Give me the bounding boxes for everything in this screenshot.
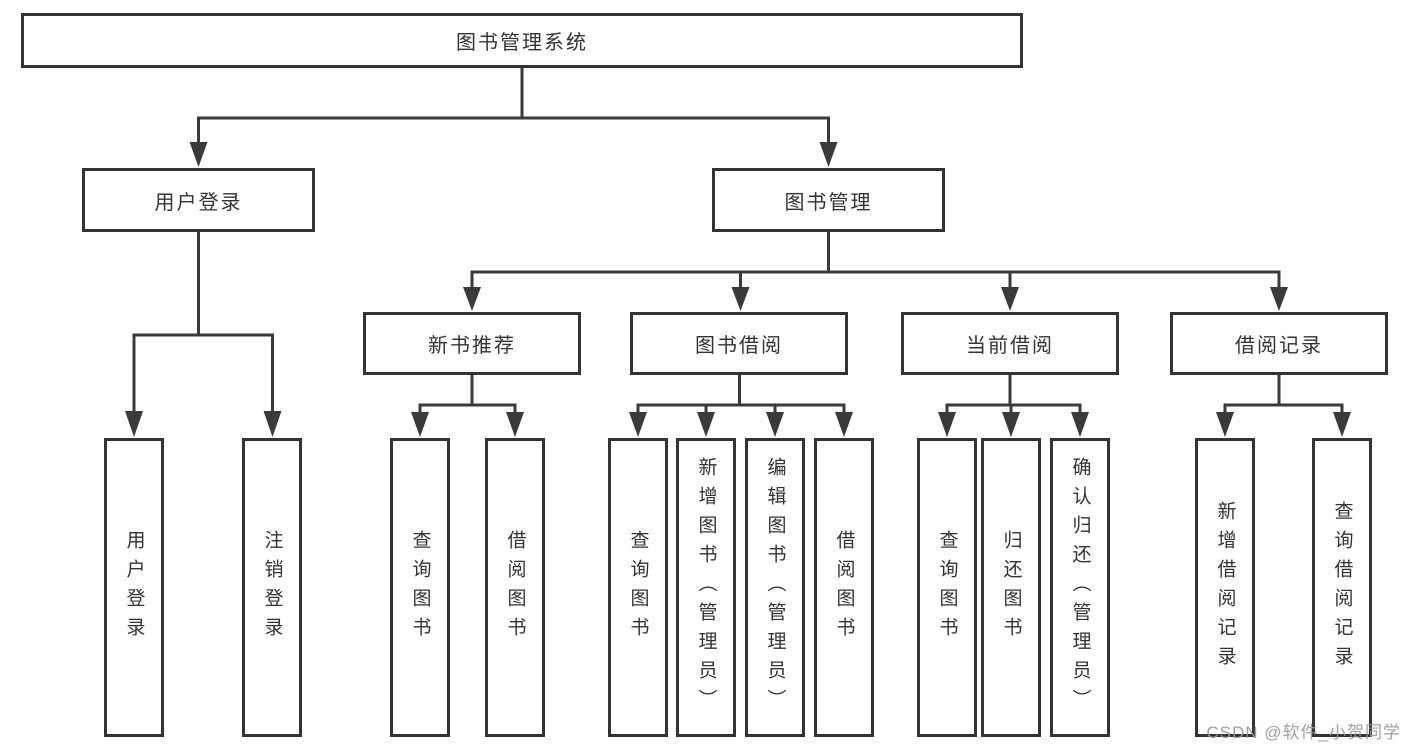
leaf-query-borrow-record: 查询借阅记录 (1312, 438, 1372, 737)
node-book-borrowing: 图书借阅 (630, 312, 848, 375)
node-label: 新书推荐 (428, 335, 516, 357)
node-label: 新增图书（管理员） (695, 457, 717, 718)
node-borrowing-records: 借阅记录 (1170, 312, 1388, 375)
node-label: 查询图书 (627, 529, 649, 646)
node-label: 图书管理 (784, 191, 873, 214)
leaf-user-login: 用户登录 (104, 438, 164, 737)
csdn-watermark: CSDN @软件_小贺同学 (1206, 723, 1401, 742)
node-label: 当前借阅 (966, 335, 1054, 357)
leaf-borrow-books-recommend: 借阅图书 (485, 438, 545, 737)
node-library-management-system: 图书管理系统 (21, 13, 1023, 68)
node-label: 借阅图书 (504, 529, 526, 646)
node-label: 图书管理系统 (456, 32, 588, 54)
node-label: 注销登录 (261, 529, 283, 646)
leaf-add-borrow-record: 新增借阅记录 (1195, 438, 1255, 737)
node-label: 归还图书 (1000, 529, 1022, 646)
leaf-query-books-current: 查询图书 (917, 438, 977, 737)
node-label: 编辑图书（管理员） (764, 457, 786, 718)
leaf-confirm-return-admin: 确认归还（管理员） (1050, 438, 1110, 737)
node-label: 查询图书 (936, 529, 958, 646)
node-label: 借阅图书 (833, 529, 855, 646)
node-label: 新增借阅记录 (1214, 500, 1236, 675)
leaf-add-books-admin: 新增图书（管理员） (676, 438, 736, 737)
node-label: 借阅记录 (1235, 335, 1323, 357)
node-label: 用户登录 (154, 191, 243, 214)
node-label: 图书借阅 (695, 335, 783, 357)
node-current-borrowing: 当前借阅 (901, 312, 1119, 375)
leaf-query-books-borrowing: 查询图书 (608, 438, 668, 737)
node-label: 查询借阅记录 (1331, 500, 1353, 675)
node-book-management: 图书管理 (712, 168, 945, 232)
node-label: 确认归还（管理员） (1069, 457, 1091, 718)
node-label: 查询图书 (409, 529, 431, 646)
leaf-borrow-books-borrowing: 借阅图书 (814, 438, 874, 737)
leaf-return-books: 归还图书 (981, 438, 1041, 737)
node-new-book-recommendation: 新书推荐 (363, 312, 581, 375)
leaf-logout-login: 注销登录 (242, 438, 302, 737)
node-user-login-group: 用户登录 (82, 168, 315, 232)
leaf-query-books-recommend: 查询图书 (390, 438, 450, 737)
leaf-edit-books-admin: 编辑图书（管理员） (745, 438, 805, 737)
node-label: 用户登录 (123, 529, 145, 646)
